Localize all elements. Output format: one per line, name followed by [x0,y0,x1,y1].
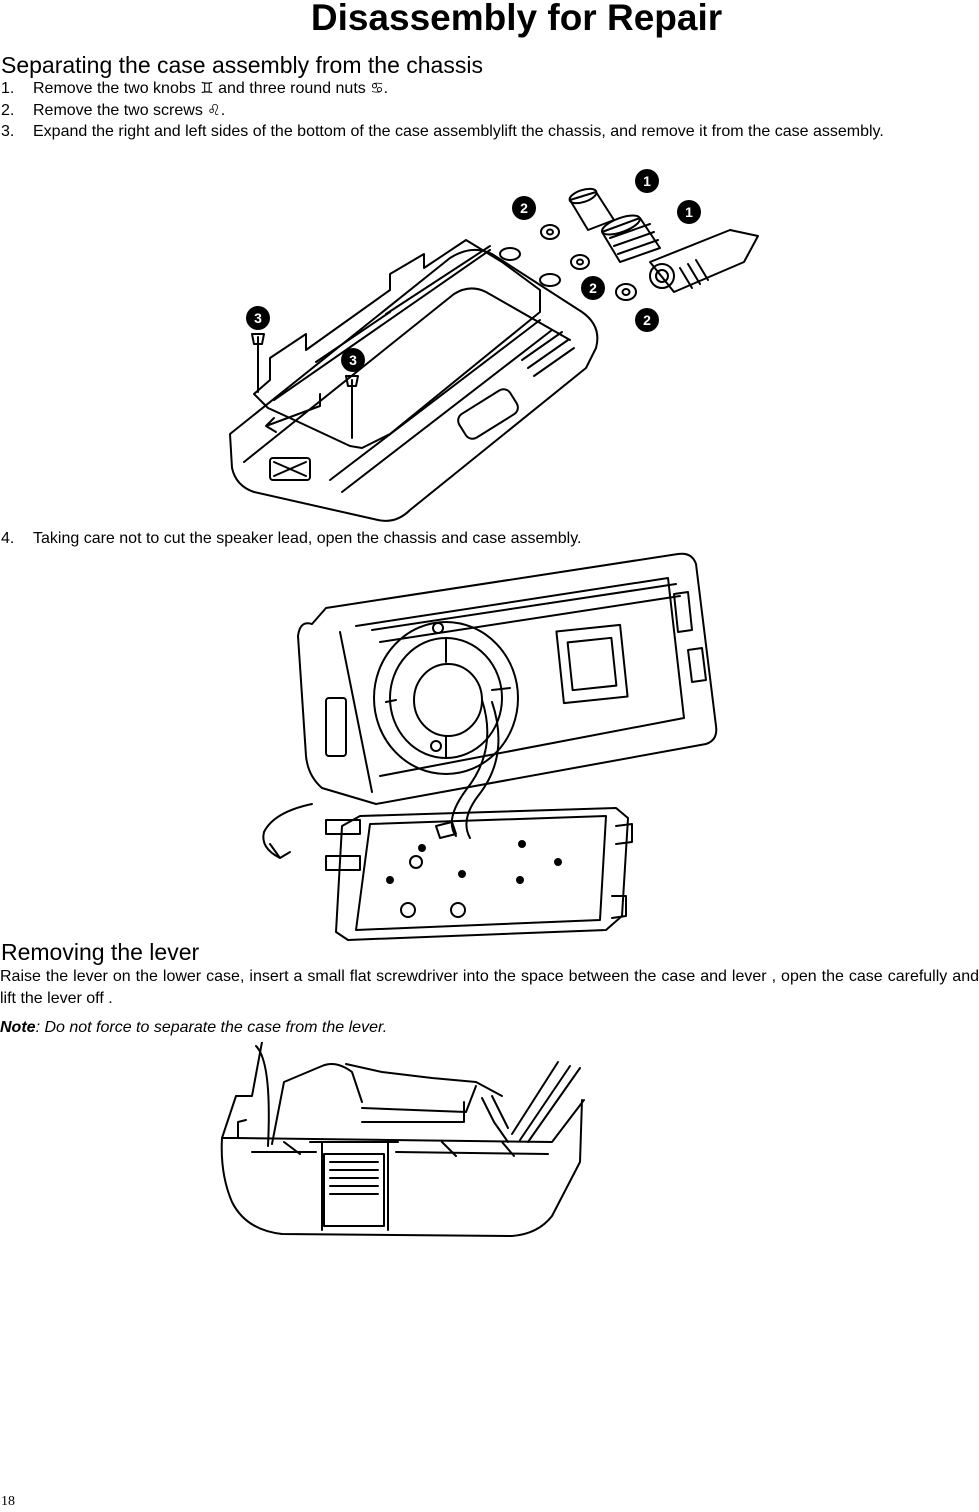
step-item: 1. Remove the two knobs ♊ and three roun… [0,78,979,100]
callout-3-left: 3 [246,306,270,330]
lever-figure [212,1042,588,1242]
svg-text:1: 1 [643,173,651,189]
svg-text:2: 2 [520,200,528,216]
step-number: 4. [1,528,14,550]
step-text: Taking care not to cut the speaker lead,… [33,528,979,550]
svg-text:2: 2 [589,280,597,296]
lever-instructions: Raise the lever on the lower case, inser… [0,966,979,1010]
step-number: 2. [1,100,14,122]
svg-text:1: 1 [685,204,693,220]
note-line: Note: Do not force to separate the case … [0,1017,387,1039]
opened-chassis-figure [256,550,726,942]
callout-symbol: ♌ [207,101,220,119]
step-text: Remove the two knobs ♊ and three round n… [33,78,979,100]
step-item: 3. Expand the right and left sides of th… [0,121,979,143]
step-item: 2. Remove the two screws ♌. [0,100,979,122]
callout-symbol: ♋ [370,79,383,97]
section-heading-lever: Removing the lever [1,938,199,966]
step-text-part: . [221,102,225,119]
svg-text:3: 3 [254,310,262,326]
callout-1-right: 1 [677,200,701,224]
exploded-view-figure: 1 1 2 2 2 2 3 [210,162,770,530]
callout-symbol: ♊ [200,79,213,97]
steps-list: 1. Remove the two knobs ♊ and three roun… [0,78,979,143]
note-text: : Do not force to separate the case from… [36,1019,388,1036]
section-heading-separating: Separating the case assembly from the ch… [1,51,483,79]
step-number: 3. [1,121,14,143]
step-4: 4. Taking care not to cut the speaker le… [0,528,979,550]
step-text: Expand the right and left sides of the b… [33,121,978,143]
step-text-part: and three round nuts [214,80,371,97]
callout-3-center: 3 [341,348,365,372]
step-text-part: . [384,80,388,97]
step-number: 1. [1,78,14,100]
step-text: Remove the two screws ♌. [33,100,979,122]
svg-text:3: 3 [349,352,357,368]
callout-2-lower: 2 [635,308,659,332]
svg-text:2: 2 [643,312,651,328]
callout-2-middle: 2 [581,276,605,300]
step-item: 4. Taking care not to cut the speaker le… [0,528,979,550]
callout-1-top: 1 [635,169,659,193]
step-text-part: Remove the two screws [33,102,207,119]
callout-2-top: 2 [512,196,536,220]
page-number: 18 [1,1494,15,1510]
step-text-part: Remove the two knobs [33,80,200,97]
page-title: Disassembly for Repair [0,0,979,40]
note-label: Note [0,1019,36,1036]
